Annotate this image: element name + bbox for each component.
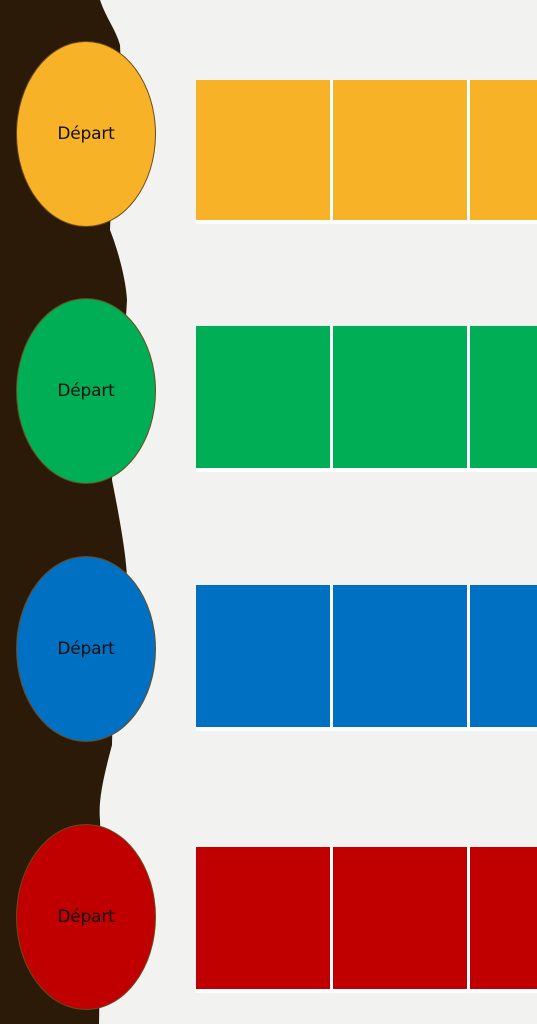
cell-divider (330, 847, 333, 989)
board-edge-shape (0, 0, 127, 1024)
cell-divider (330, 326, 333, 468)
start-label-red: Départ (57, 907, 115, 927)
board-edge (0, 0, 127, 1024)
track-cell-red-2[interactable] (333, 847, 467, 989)
track-cell-blue-3[interactable] (470, 585, 537, 727)
track-cell-yellow-1[interactable] (196, 80, 330, 220)
lane-blue (196, 585, 537, 731)
track-cell-yellow-2[interactable] (333, 80, 467, 220)
lane-green (196, 326, 537, 472)
track-cell-blue-2[interactable] (333, 585, 467, 727)
track-cell-green-3[interactable] (470, 326, 537, 468)
lane-yellow (196, 80, 537, 224)
start-space-yellow[interactable]: Départ (16, 41, 156, 227)
track-cell-green-2[interactable] (333, 326, 467, 468)
start-label-blue: Départ (57, 639, 115, 659)
track-cell-green-1[interactable] (196, 326, 330, 468)
cell-divider (330, 585, 333, 727)
track-cell-red-3[interactable] (470, 847, 537, 989)
start-label-green: Départ (57, 381, 115, 401)
start-space-blue[interactable]: Départ (16, 556, 156, 742)
start-label-yellow: Départ (57, 124, 115, 144)
cell-divider (467, 326, 470, 468)
start-space-green[interactable]: Départ (16, 298, 156, 484)
track-cell-yellow-3[interactable] (470, 80, 537, 220)
cell-divider (330, 80, 333, 220)
cell-divider (467, 80, 470, 220)
cell-divider (467, 847, 470, 989)
start-space-red[interactable]: Départ (16, 824, 156, 1010)
cell-divider (467, 585, 470, 727)
lane-red (196, 847, 537, 993)
track-cell-red-1[interactable] (196, 847, 330, 989)
track-cell-blue-1[interactable] (196, 585, 330, 727)
